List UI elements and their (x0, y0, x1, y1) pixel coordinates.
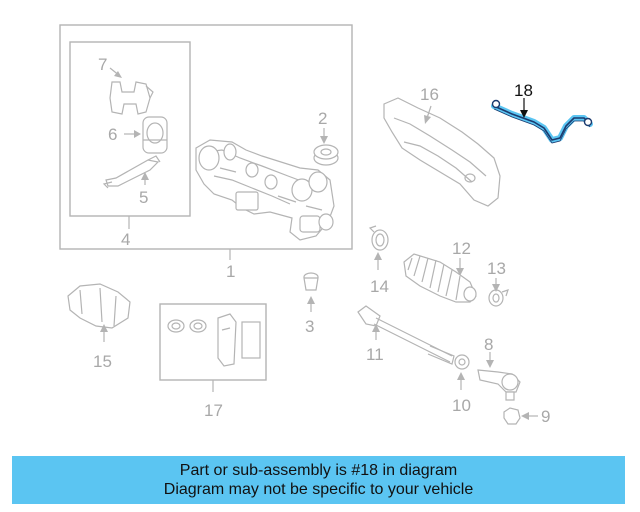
callout-12: 12 (452, 239, 471, 258)
callout-15: 15 (93, 352, 112, 371)
assembly-box-1 (59, 24, 353, 250)
part-6-bushing (142, 116, 168, 154)
part-14-clamp (368, 225, 389, 251)
part-16-shield (383, 97, 501, 207)
banner-line-2: Diagram may not be specific to your vehi… (163, 481, 474, 498)
callout-8: 8 (484, 335, 493, 354)
part-15-cover (67, 283, 131, 329)
callout-4: 4 (121, 230, 130, 249)
part-11-tie-rod (357, 305, 455, 365)
callout-5: 5 (139, 188, 148, 207)
callout-2: 2 (318, 109, 327, 128)
banner-line-1: Part or sub-assembly is #18 in diagram (179, 462, 458, 479)
part-18-pipe (491, 99, 593, 144)
part-10-nut (454, 354, 470, 370)
callout-17: 17 (204, 401, 223, 420)
callout-6: 6 (108, 125, 117, 144)
callout-9: 9 (541, 407, 550, 426)
assembly-box-4 (69, 41, 191, 217)
part-7-clamp (109, 81, 154, 115)
part-2-grommet (313, 144, 339, 166)
part-8-tie-rod-end (477, 369, 521, 401)
part-9-nut (503, 407, 521, 425)
callout-10: 10 (452, 396, 471, 415)
callout-13: 13 (487, 259, 506, 278)
part-17-kit (167, 313, 261, 367)
callout-11: 11 (366, 345, 384, 364)
part-3-bolt (303, 272, 319, 291)
callout-14: 14 (370, 277, 389, 296)
callout-1: 1 (226, 262, 235, 281)
callout-18: 18 (514, 81, 533, 100)
callout-3: 3 (305, 317, 314, 336)
callout-16: 16 (420, 85, 439, 104)
part-1-steering-gear (195, 139, 335, 241)
part-12-boot (403, 253, 477, 303)
part-13-clamp (488, 289, 509, 307)
info-banner: Part or sub-assembly is #18 in diagram D… (12, 456, 625, 504)
part-5-plate (102, 155, 161, 189)
callout-7: 7 (98, 55, 107, 74)
